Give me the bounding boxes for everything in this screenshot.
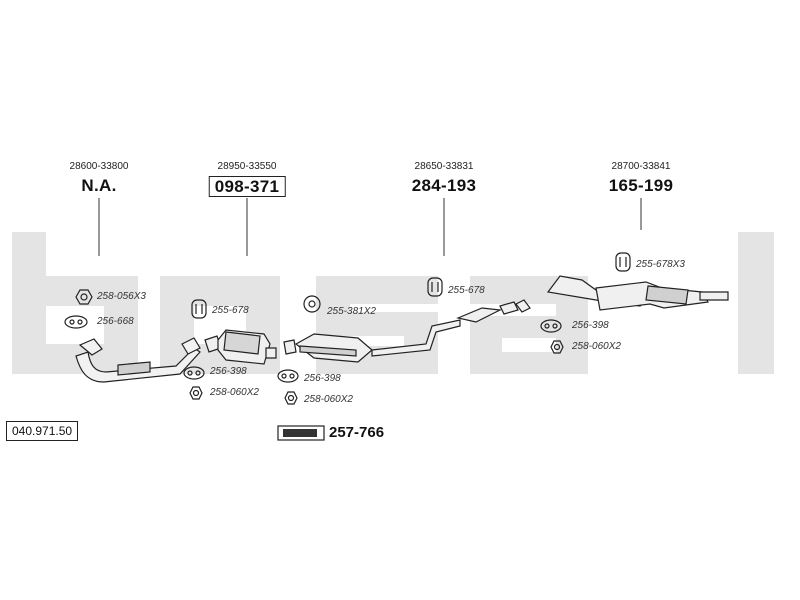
accessory-label: 255-678 — [212, 305, 249, 316]
accessory-label: 255-381X2 — [327, 306, 376, 317]
accessory-label: 256-668 — [97, 316, 134, 327]
accessory-label: 255-678 — [448, 285, 485, 296]
accessory-label: 258-060X2 — [210, 387, 259, 398]
part-number: 165-199 — [608, 176, 674, 195]
accessory-label: 255-678X3 — [636, 259, 685, 270]
nut-icon — [189, 386, 203, 400]
oem-number: 28600-33800 — [69, 161, 129, 172]
catalytic-converter — [204, 329, 277, 365]
rear-silencer — [546, 275, 729, 311]
mounting-kit-icon — [277, 425, 325, 441]
gasket-icon — [64, 315, 88, 329]
nut-icon — [284, 391, 298, 405]
mounting-kit-label: 257-766 — [329, 424, 385, 441]
nut-icon — [75, 289, 93, 305]
part-number: N.A. — [81, 176, 117, 195]
accessory-label: 258-056X3 — [97, 291, 146, 302]
gasket-icon — [277, 369, 299, 383]
oem-number: 28950-33550 — [217, 161, 277, 172]
gasket-icon — [540, 319, 562, 333]
accessory-label: 256-398 — [210, 366, 247, 377]
part-number: 284-193 — [411, 176, 477, 195]
gasket-icon — [183, 366, 205, 380]
middle-silencer — [283, 319, 461, 363]
hanger-icon — [191, 299, 207, 319]
accessory-label: 258-060X2 — [572, 341, 621, 352]
catalog-code: 040.971.50 — [6, 421, 79, 441]
front-pipe — [75, 337, 201, 383]
oem-number: 28700-33841 — [611, 161, 671, 172]
accessory-label: 258-060X2 — [304, 394, 353, 405]
part-number: 098-371 — [208, 176, 286, 197]
intermediate-pipe — [456, 299, 531, 323]
accessory-label: 256-398 — [304, 373, 341, 384]
rubber-mount-icon — [303, 295, 321, 313]
oem-number: 28650-33831 — [414, 161, 474, 172]
hanger-icon — [615, 252, 631, 272]
nut-icon — [550, 340, 564, 354]
hanger-icon — [427, 277, 443, 297]
accessory-label: 256-398 — [572, 320, 609, 331]
